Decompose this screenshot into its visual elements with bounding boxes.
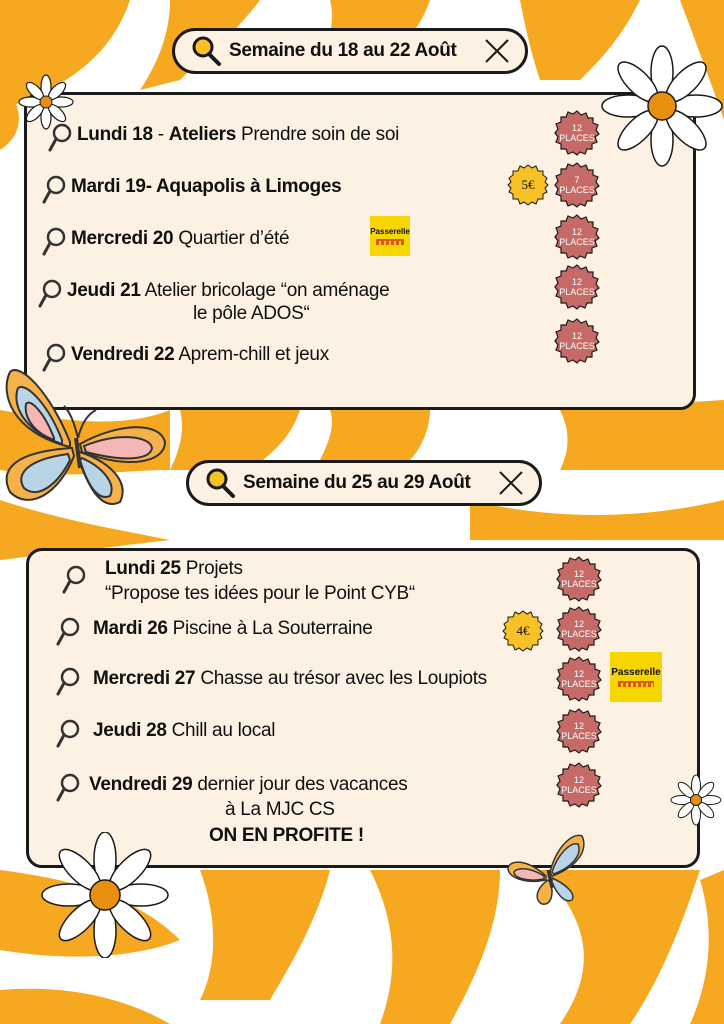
magnifier-icon [56,667,80,696]
day-label: Lundi 18 [77,124,153,145]
x-icon[interactable] [497,469,525,497]
list-item: Mercredi 20 Quartier d’été [41,227,290,257]
list-item: Mardi 19- Aquapolis à Limoges [41,175,342,205]
activity-label: Quartier d’été [178,228,290,249]
magnifier-icon [56,773,80,802]
passerelle-logo: Passerelle [610,652,662,702]
week1-header: Semaine du 18 au 22 Août [172,28,528,74]
activity-label: Atelier bricolage “on aménage [144,280,390,301]
daisy-icon [670,774,722,826]
list-item: Vendredi 29 dernier jour des vacances [55,773,408,803]
price-badge: 5€ [507,164,549,206]
price-badge: 4€ [502,610,544,652]
magnifier-icon [56,719,80,748]
magnifier-icon [206,468,235,498]
magnifier-icon [56,617,80,646]
week2-card: Lundi 25 Projets “Propose tes idées pour… [26,548,700,868]
day-label: Mercredi 20 [71,228,174,249]
day-label: Mardi 26 [93,618,168,639]
passerelle-logo: Passerelle [370,216,410,256]
daisy-icon [18,74,74,130]
daisy-icon [41,832,169,958]
activity-label-line2: le pôle ADOS“ [193,303,310,324]
day-label: Jeudi 28 [93,720,167,741]
daisy-icon [601,45,723,167]
activity-label-line2: à La MJC CS [225,799,335,820]
magnifier-icon [42,227,66,256]
day-label: Vendredi 22 [71,344,175,365]
list-item: Jeudi 28 Chill au local [55,719,275,749]
activity-label: Projets [185,558,243,579]
week2-header: Semaine du 25 au 29 Août [186,460,542,506]
list-item: Jeudi 21 Atelier bricolage “on aménage [37,279,390,309]
activity-label: dernier jour des vacances [197,774,408,795]
magnifier-icon [48,123,72,152]
list-item: Mercredi 27 Chasse au trésor avec les Lo… [55,667,487,697]
activity-label: Chasse au trésor avec les Loupiots [200,668,487,689]
list-item: Vendredi 22 Aprem-chill et jeux [41,343,329,373]
list-item: Lundi 25 Projets [61,557,243,581]
day-label: Vendredi 29 [89,774,193,795]
butterfly-icon [507,834,585,905]
week2-title: Semaine du 25 au 29 Août [243,472,471,493]
magnifier-icon [38,279,62,308]
butterfly-icon [5,369,167,505]
magnifier-icon [192,36,221,66]
activity-label: Chill au local [171,720,276,741]
activity-label: Aprem-chill et jeux [178,344,329,365]
day-label: Lundi 25 [105,558,181,579]
week1-title: Semaine du 18 au 22 Août [229,40,457,61]
activity-label: Prendre soin de soi [236,124,400,145]
day-label: Mercredi 27 [93,668,196,689]
activity-label-line2: “Propose tes idées pour le Point CYB“ [105,583,415,604]
magnifier-icon [42,343,66,372]
x-icon[interactable] [483,37,511,65]
list-item: Mardi 26 Piscine à La Souterraine [55,617,373,647]
activity-label-line3: ON EN PROFITE ! [209,825,364,846]
day-label: Mardi 19 [71,176,146,197]
activity-label: Piscine à La Souterraine [172,618,373,639]
day-label: Jeudi 21 [67,280,141,301]
magnifier-icon [42,175,66,204]
list-item: Lundi 18 - Ateliers Prendre soin de soi [47,123,399,153]
magnifier-icon [62,565,86,594]
